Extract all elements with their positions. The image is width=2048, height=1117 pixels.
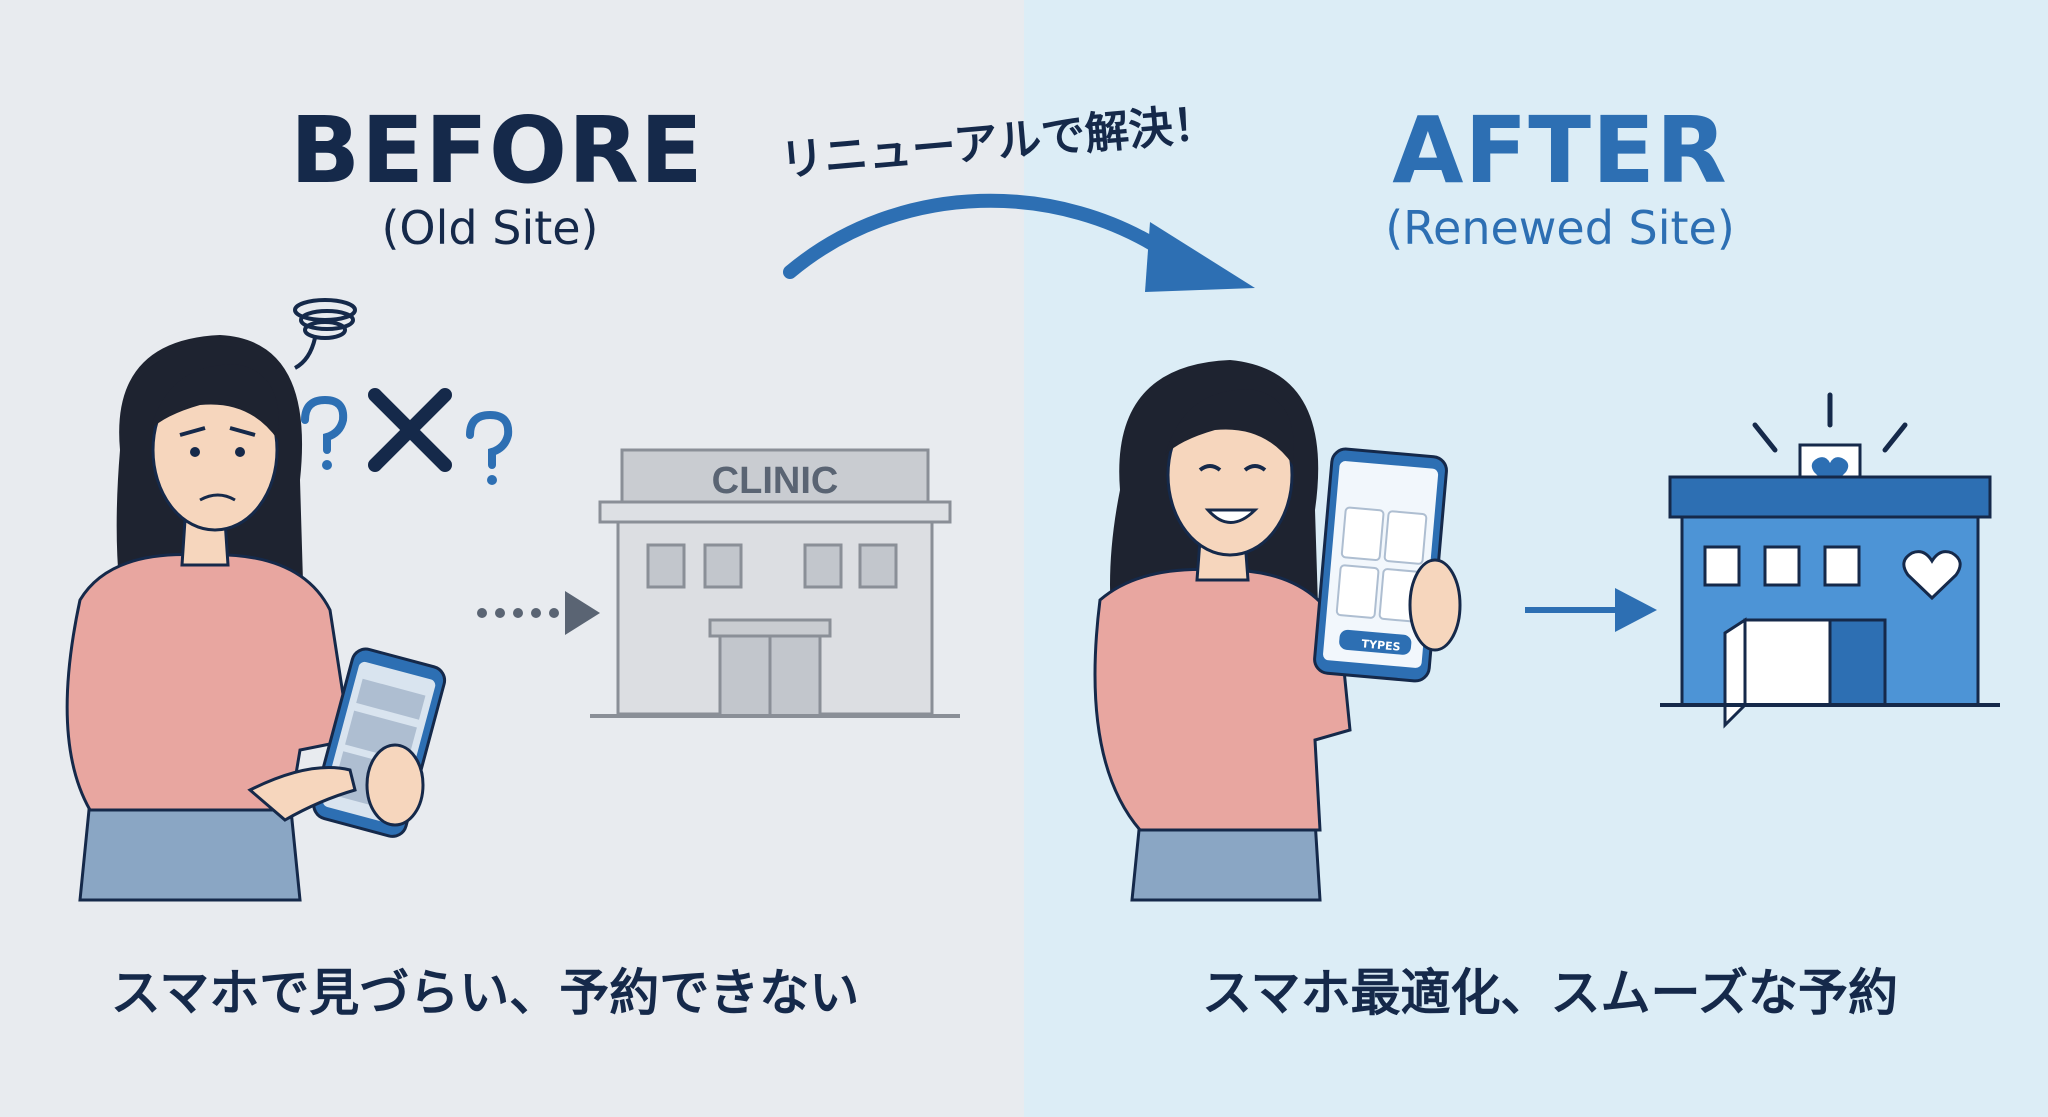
clinic-sign: CLINIC xyxy=(711,460,839,502)
cross-mark-icon xyxy=(368,388,452,472)
after-subtitle: (Renewed Site) xyxy=(1385,201,1735,255)
after-title: AFTER xyxy=(1392,97,1728,204)
before-title: BEFORE xyxy=(290,97,704,204)
old-clinic-building xyxy=(590,448,960,718)
happy-woman-illustration xyxy=(1093,360,1462,902)
solid-arrow-icon xyxy=(1525,588,1657,632)
after-caption: スマホ最適化、スムーズな予約 xyxy=(1202,964,1898,1022)
confusion-scribble-icon xyxy=(293,298,357,370)
before-caption: スマホで見づらい、予約できない xyxy=(110,964,860,1022)
confused-woman-illustration xyxy=(65,335,447,902)
renewed-clinic-building xyxy=(1660,392,2000,729)
question-mark-icon xyxy=(466,410,513,485)
before-subtitle: (Old Site) xyxy=(381,201,599,255)
dotted-arrow-icon xyxy=(477,591,600,635)
question-mark-icon xyxy=(301,395,348,470)
